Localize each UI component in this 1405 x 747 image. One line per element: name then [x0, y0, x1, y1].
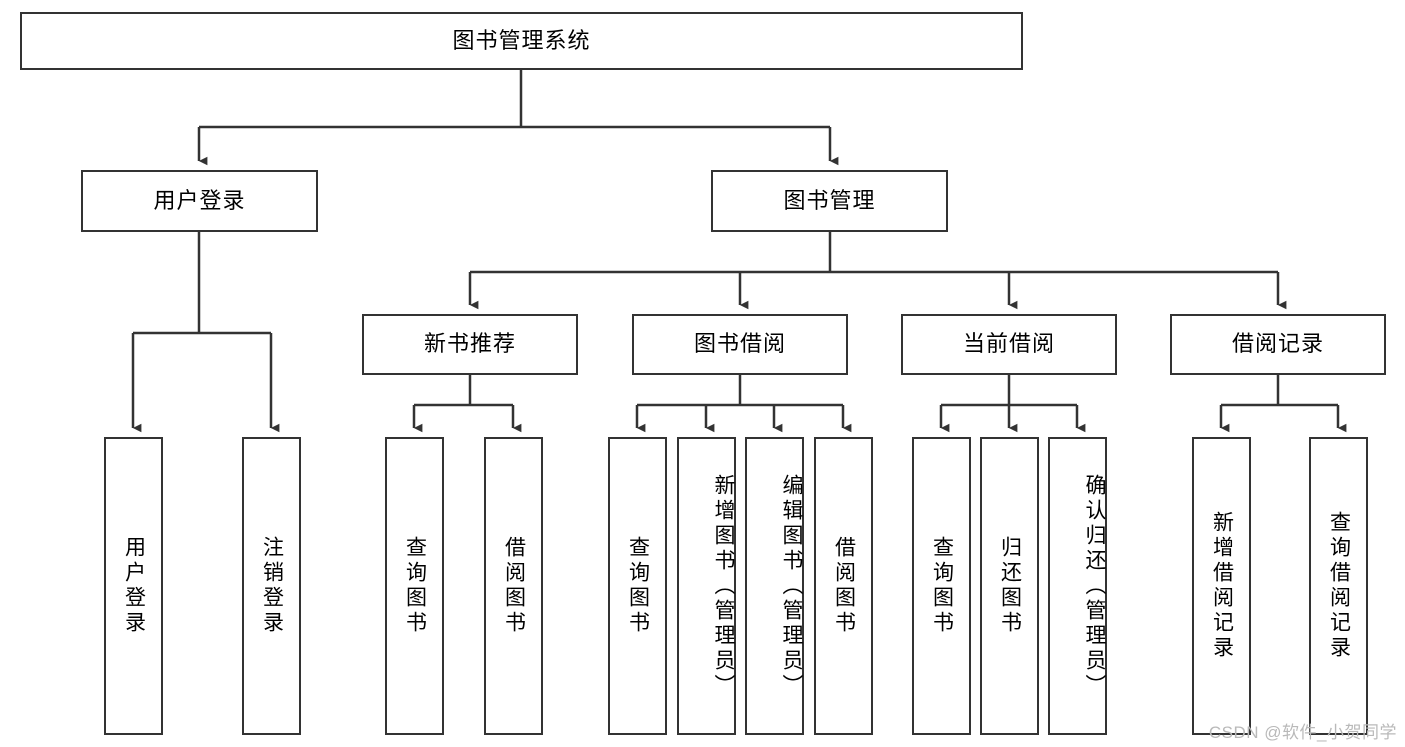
node-label: 用户登录	[122, 536, 146, 636]
node-leaf-query-book-current[interactable]: 查询图书	[912, 437, 971, 735]
node-label: 确认归还（管理员）	[1083, 473, 1106, 699]
node-leaf-user-login[interactable]: 用户登录	[104, 437, 163, 735]
node-label: 图书管理系统	[452, 27, 591, 53]
node-leaf-query-borrow-record[interactable]: 查询借阅记录	[1309, 437, 1368, 735]
node-label: 查询图书	[930, 536, 954, 636]
node-leaf-query-book-borrow[interactable]: 查询图书	[608, 437, 667, 735]
node-label: 新增借阅记录	[1210, 511, 1234, 661]
node-leaf-edit-book-admin[interactable]: 编辑图书（管理员）	[745, 437, 804, 735]
node-label: 新增图书（管理员）	[712, 473, 735, 699]
node-label: 查询借阅记录	[1327, 511, 1351, 661]
node-user-login[interactable]: 用户登录	[81, 170, 318, 232]
node-label: 借阅记录	[1231, 331, 1324, 357]
node-leaf-add-book-admin[interactable]: 新增图书（管理员）	[677, 437, 736, 735]
node-new-book-recommend[interactable]: 新书推荐	[362, 314, 578, 375]
node-current-borrow[interactable]: 当前借阅	[901, 314, 1117, 375]
node-label: 归还图书	[998, 536, 1022, 636]
node-leaf-add-borrow-record[interactable]: 新增借阅记录	[1192, 437, 1251, 735]
csdn-watermark: CSDN @软件_小贺同学	[1208, 723, 1397, 742]
node-label: 查询图书	[626, 536, 650, 636]
node-label: 注销登录	[260, 536, 284, 636]
node-label: 借阅图书	[502, 536, 526, 636]
node-label: 编辑图书（管理员）	[780, 473, 803, 699]
node-label: 借阅图书	[832, 536, 856, 636]
node-book-management[interactable]: 图书管理	[711, 170, 948, 232]
node-label: 当前借阅	[962, 331, 1055, 357]
node-label: 用户登录	[153, 187, 246, 213]
node-book-borrow[interactable]: 图书借阅	[632, 314, 848, 375]
node-label: 图书借阅	[693, 331, 786, 357]
node-leaf-borrow-book[interactable]: 借阅图书	[814, 437, 873, 735]
node-leaf-query-book-recommend[interactable]: 查询图书	[385, 437, 444, 735]
node-leaf-borrow-book-recommend[interactable]: 借阅图书	[484, 437, 543, 735]
node-borrow-records[interactable]: 借阅记录	[1170, 314, 1386, 375]
node-root-book-management-system[interactable]: 图书管理系统	[20, 12, 1023, 70]
node-leaf-confirm-return-admin[interactable]: 确认归还（管理员）	[1048, 437, 1107, 735]
node-label: 查询图书	[403, 536, 427, 636]
node-label: 新书推荐	[423, 331, 516, 357]
node-leaf-return-book[interactable]: 归还图书	[980, 437, 1039, 735]
node-label: 图书管理	[783, 187, 876, 213]
node-leaf-logout[interactable]: 注销登录	[242, 437, 301, 735]
